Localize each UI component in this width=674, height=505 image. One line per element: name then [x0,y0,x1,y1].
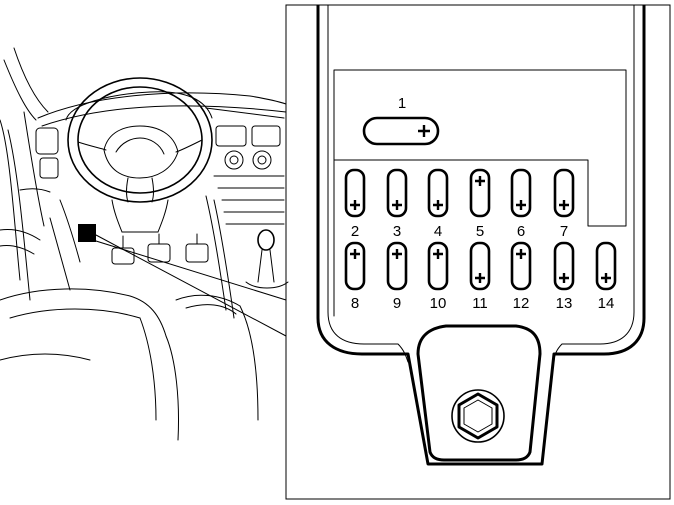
plus-icon [392,249,402,259]
fuse-box-location-marker [78,224,96,242]
fuse-box-detail [285,4,671,500]
fuse-label: 5 [476,223,484,240]
fuse-13: 13 [553,241,575,312]
plus-icon [516,249,526,259]
detail-frame [285,4,671,500]
fuse-label: 12 [513,295,530,312]
fuse-label: 6 [517,223,525,240]
fuse-label: 3 [393,223,401,240]
plus-icon [433,249,443,259]
main-fuse-label: 1 [398,95,406,112]
fuse-9: 9 [386,241,408,312]
fuse-7: 7 [553,168,575,240]
plus-icon [350,200,360,210]
fuse-rows: 2 3 4 5 6 7 8 9 10 11 12 13 14 [344,168,617,312]
fuse-label: 10 [430,295,447,312]
fuse-8: 8 [344,241,366,312]
fuse-label: 7 [560,223,568,240]
plus-icon [601,273,611,283]
plus-icon [418,125,430,137]
fuse-label: 14 [598,295,615,312]
fuse-11: 11 [469,241,491,312]
fuse-12: 12 [510,241,532,312]
plus-icon [516,200,526,210]
plus-icon [475,273,485,283]
fuse-label: 2 [351,223,359,240]
fuse-label: 11 [472,295,488,312]
car-interior-drawing [0,47,289,441]
plus-icon [392,200,402,210]
fuse-2: 2 [344,168,366,240]
fuse-3: 3 [386,168,408,240]
fuse-label: 8 [351,295,359,312]
fuse-4: 4 [427,168,449,240]
plus-icon [433,200,443,210]
fuse-6: 6 [510,168,532,240]
fuse-14: 14 [595,241,617,312]
mounting-boss [416,324,542,462]
plus-icon [559,273,569,283]
fuse-box-housing [316,5,646,466]
fuse-label: 13 [556,295,573,312]
plus-icon [559,200,569,210]
main-fuse-body [362,116,440,146]
plus-icon [350,249,360,259]
hex-bolt [451,389,505,443]
main-fuse: 1 [362,95,440,146]
fuse-label: 4 [434,223,442,240]
fuse-5: 5 [469,168,491,240]
fuse-label: 9 [393,295,401,312]
plus-icon [475,176,485,186]
fuse-10: 10 [427,241,449,312]
leader-lines [95,234,287,337]
